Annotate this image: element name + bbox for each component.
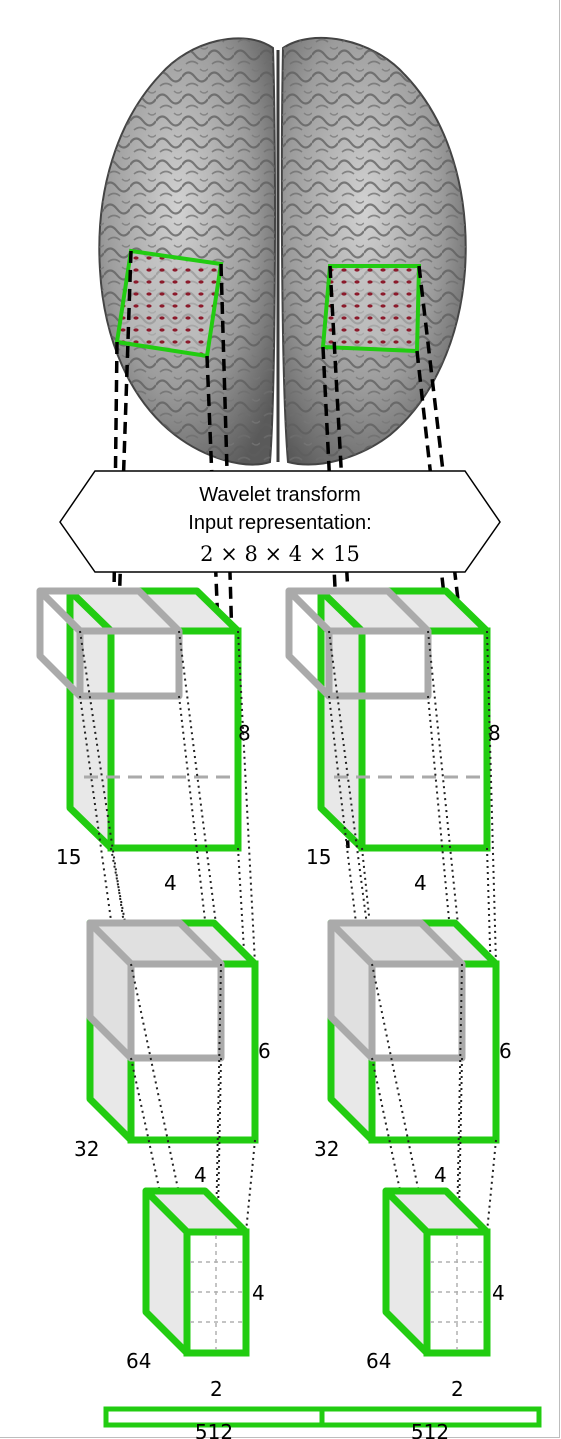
left-layer2-kernel bbox=[86, 919, 225, 1062]
left-electrode-grid bbox=[114, 248, 224, 359]
left-hemisphere-texture bbox=[99, 38, 275, 465]
right-layer1-width-label: 4 bbox=[414, 871, 427, 895]
left-connectors-1-2 bbox=[79, 630, 256, 1141]
left-layer1-depth-label: 15 bbox=[56, 845, 81, 869]
left-layer1-block: 8 15 4 bbox=[36, 587, 251, 895]
right-layer3-depth-label: 64 bbox=[366, 1349, 391, 1373]
left-layer2-block: 6 32 4 bbox=[74, 919, 271, 1187]
left-layer2-depth-label: 32 bbox=[74, 1137, 99, 1161]
right-layer2-width-label: 4 bbox=[434, 1163, 447, 1187]
right-fc-label: 512 bbox=[411, 1420, 449, 1439]
left-layer1-height-label: 8 bbox=[238, 721, 251, 745]
left-layer3-block: 4 64 2 bbox=[126, 1187, 265, 1401]
right-layer1-height-label: 8 bbox=[488, 721, 501, 745]
right-electrode-grid bbox=[320, 264, 422, 354]
hexagon-subtitle: Input representation: bbox=[188, 512, 371, 534]
left-layer3-width-label: 2 bbox=[210, 1377, 223, 1401]
right-connectors-1-2 bbox=[328, 630, 497, 1141]
hexagon-dimensions: 2 × 8 × 4 × 15 bbox=[200, 542, 360, 566]
brain-image bbox=[98, 36, 467, 466]
right-layer2-depth-label: 32 bbox=[314, 1137, 339, 1161]
right-layer3-block: 4 64 2 bbox=[366, 1187, 505, 1401]
right-layer1-depth-label: 15 bbox=[306, 845, 331, 869]
fully-connected-layer: 512 512 bbox=[103, 1406, 542, 1439]
right-hemisphere-texture bbox=[281, 37, 466, 465]
right-layer1-block: 8 15 4 bbox=[285, 587, 501, 895]
right-layer3-width-label: 2 bbox=[451, 1377, 464, 1401]
input-representation-box: Wavelet transform Input representation: … bbox=[59, 470, 501, 573]
left-layer1-width-label: 4 bbox=[164, 871, 177, 895]
left-layer3-height-label: 4 bbox=[252, 1281, 265, 1305]
left-layer3-depth-label: 64 bbox=[126, 1349, 151, 1373]
right-layer2-height-label: 6 bbox=[499, 1039, 512, 1063]
right-layer2-kernel bbox=[327, 919, 466, 1062]
right-layer3-height-label: 4 bbox=[492, 1281, 505, 1305]
left-layer2-width-label: 4 bbox=[194, 1163, 207, 1187]
hexagon-title: Wavelet transform bbox=[199, 484, 361, 506]
left-layer2-height-label: 6 bbox=[258, 1039, 271, 1063]
right-layer2-block: 6 32 4 bbox=[314, 919, 512, 1187]
left-fc-label: 512 bbox=[195, 1420, 233, 1439]
